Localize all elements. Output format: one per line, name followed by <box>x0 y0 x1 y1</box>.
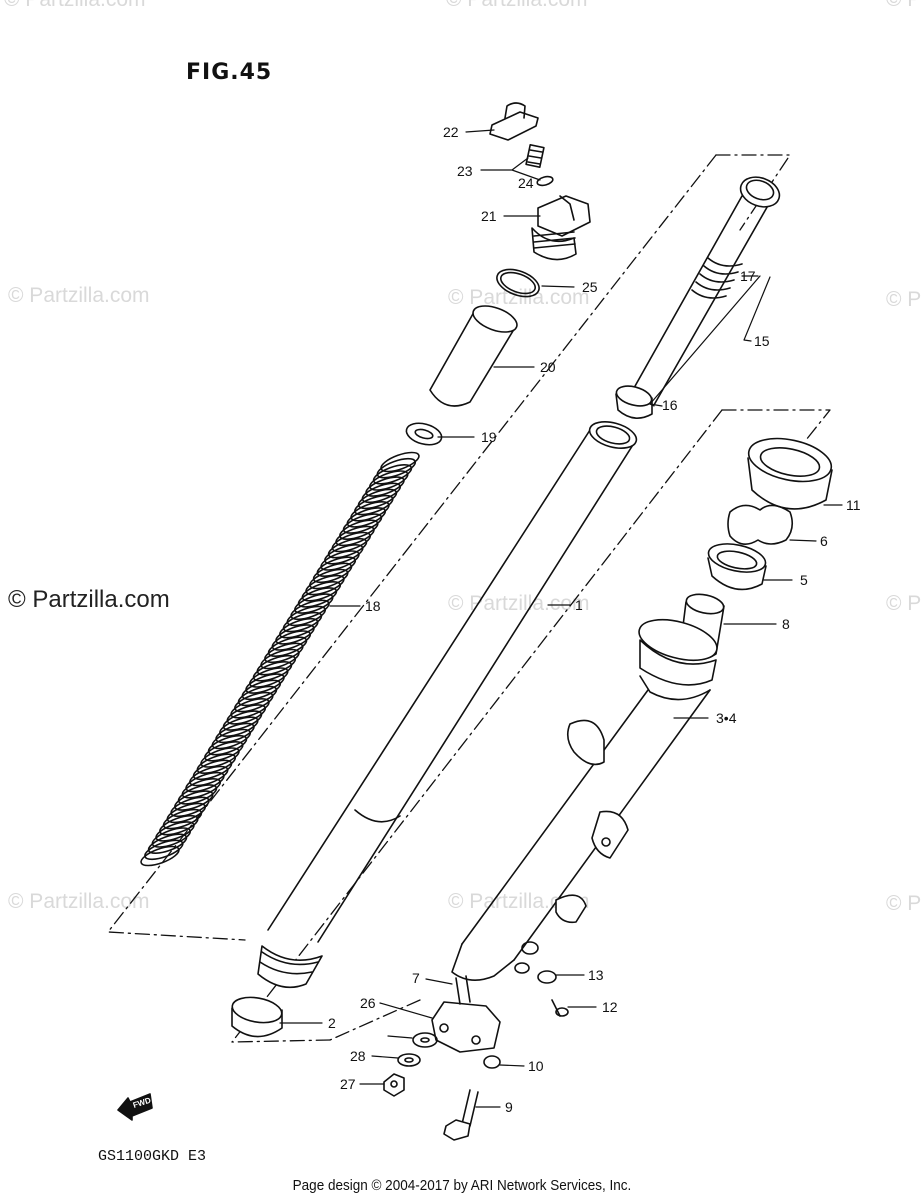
spring-coil <box>140 845 180 867</box>
callout-26: 27 <box>340 1076 356 1092</box>
callout-24: 25 <box>582 279 598 295</box>
callout-6: 6 <box>820 533 828 549</box>
part-28-washer <box>412 1032 438 1048</box>
callout-22: 23 <box>457 163 473 179</box>
callout-14: 15 <box>754 333 770 349</box>
callout-19: 20 <box>540 359 556 375</box>
watermark-left-1: © Partzilla.com <box>8 284 150 307</box>
part-6-circlip <box>727 504 794 545</box>
watermark-left-dark: © Partzilla.com <box>8 586 170 613</box>
callout-10: 10 <box>528 1058 544 1074</box>
part-20-fork-cap <box>531 195 591 261</box>
assembly-boundary-right <box>231 409 831 1043</box>
part-24-o-ring <box>496 268 540 298</box>
callout-7: 7 <box>412 970 420 986</box>
callout-1: 1 <box>575 597 583 613</box>
part-15-oil-lock <box>615 385 653 419</box>
footer-copyright: Page design © 2004-2017 by ARI Network S… <box>292 1177 632 1194</box>
part-7-stud <box>455 975 471 1005</box>
part-18-washer <box>405 422 443 446</box>
part-19-spacer <box>429 305 518 407</box>
part-21-cap-bolt <box>489 102 539 141</box>
callout-25: 26 <box>360 995 376 1011</box>
part-3-4-outer-tube <box>451 618 718 981</box>
callout-17: 18 <box>365 598 381 614</box>
callout-3-4: 3•4 <box>716 710 737 726</box>
assembly-boundary-left <box>107 154 791 941</box>
watermark-top-left: © Partzilla.com <box>4 0 146 12</box>
callout-5: 5 <box>800 572 808 588</box>
callout-21: 22 <box>443 124 459 140</box>
watermark-center-3: © Partzilla.com <box>448 890 590 913</box>
figure-title: FIG.45 <box>186 60 273 85</box>
watermark-center-1: © Partzilla.com <box>448 286 590 309</box>
part-27-washer <box>397 1053 421 1067</box>
watermark-right-2: © P <box>886 592 922 615</box>
callout-13: 13 <box>588 967 604 983</box>
callout-23: 24 <box>518 175 534 191</box>
part-14-damper-rod <box>629 176 781 406</box>
callout-8: 8 <box>782 616 790 632</box>
part-1-inner-tube <box>257 421 638 989</box>
callout-15: 16 <box>662 397 678 413</box>
callout-20: 21 <box>481 208 497 224</box>
part-22-valve <box>525 143 545 169</box>
part-5-oil-seal <box>707 543 767 591</box>
model-code: GS1100GKD E3 <box>98 1148 207 1165</box>
watermark-left-3: © Partzilla.com <box>8 890 150 913</box>
watermark-center-2: © Partzilla.com <box>448 592 590 615</box>
part-13-washer <box>537 970 557 984</box>
leader-lines <box>279 129 843 1108</box>
part-11-dust-seal <box>747 437 833 510</box>
callout-2: 2 <box>328 1015 336 1031</box>
watermark-right-3: © P <box>886 892 922 915</box>
callout-12: 12 <box>602 999 618 1015</box>
part-9-drain-bolt <box>443 1089 479 1141</box>
fwd-arrow-icon <box>117 1093 153 1121</box>
part-10-washer <box>483 1055 501 1069</box>
callout-11: 11 <box>846 497 861 513</box>
callout-16: 17 <box>740 268 756 284</box>
callout-labels: 22 23 24 21 25 20 19 18 1 17 15 16 11 6 … <box>132 124 861 1115</box>
part-17-spring <box>140 451 420 867</box>
callout-27: 28 <box>350 1048 366 1064</box>
watermark-top-center: © Partzilla.com <box>446 0 588 12</box>
part-23-o-ring <box>536 175 554 187</box>
watermark-top-right: © P <box>886 0 921 12</box>
part-12-bolt <box>551 999 569 1017</box>
part-26-nut <box>383 1073 405 1097</box>
part-25-axle-holder <box>431 1001 501 1053</box>
callout-18: 19 <box>481 429 497 445</box>
part-2-bushing <box>231 996 283 1038</box>
watermark-right-1: © P <box>886 288 922 311</box>
callout-9: 9 <box>505 1099 513 1115</box>
